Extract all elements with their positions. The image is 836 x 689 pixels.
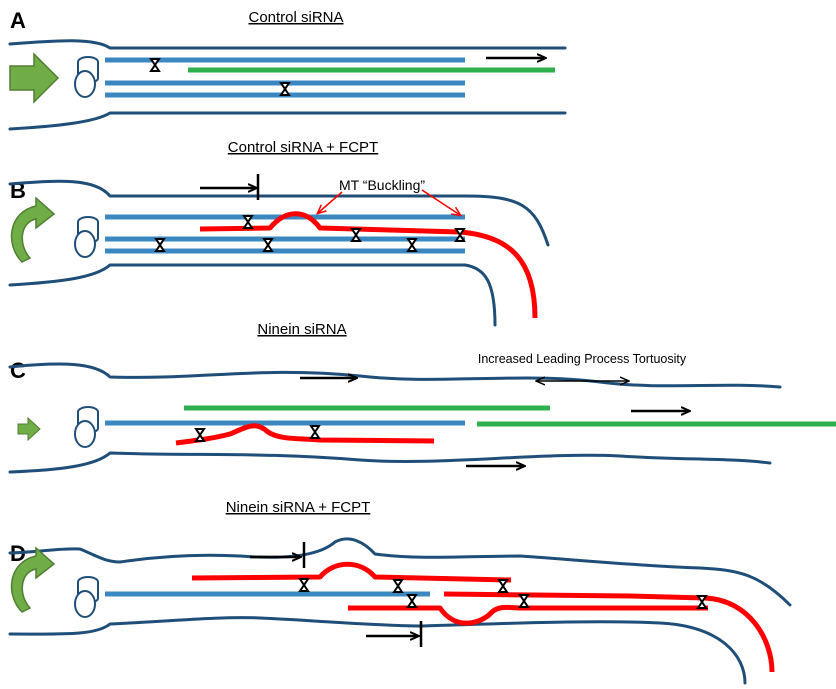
panel-c-title: Ninein siRNA bbox=[257, 321, 346, 338]
tether-icon bbox=[519, 594, 529, 608]
tether-icon bbox=[351, 228, 361, 242]
membrane-outline bbox=[8, 179, 550, 327]
buckling-pointer-arrow bbox=[421, 189, 460, 215]
buckled-microtubule bbox=[191, 561, 512, 583]
panel-d-title: Ninein siRNA + FCPT bbox=[226, 499, 371, 516]
buckled-microtubule bbox=[175, 423, 435, 446]
centrosome-icon bbox=[74, 576, 99, 618]
membrane-outline bbox=[8, 537, 792, 685]
forward-motion-arrow-icon bbox=[9, 52, 60, 104]
membrane-outline bbox=[8, 362, 782, 474]
centrosome-icon bbox=[74, 56, 99, 98]
tether-icon bbox=[407, 594, 417, 608]
rotation-arrow-icon bbox=[10, 546, 56, 613]
forward-motion-arrow-icon bbox=[17, 416, 41, 442]
panel-c-letter: C bbox=[10, 358, 26, 383]
tether-icon bbox=[455, 228, 465, 242]
centrosome-icon bbox=[74, 406, 99, 448]
tether-icon bbox=[299, 578, 309, 592]
rotation-arrow-icon bbox=[10, 196, 56, 263]
tortuosity-label: Increased Leading Process Tortuosity bbox=[478, 352, 687, 366]
tether-icon bbox=[310, 425, 320, 439]
panel-b-title: Control siRNA + FCPT bbox=[228, 139, 378, 156]
panel-a-title: Control siRNA bbox=[248, 9, 343, 26]
centrosome-icon bbox=[74, 216, 99, 258]
buckling-pointer-arrow bbox=[318, 191, 343, 213]
tether-icon bbox=[263, 238, 273, 252]
membrane-outline bbox=[8, 39, 567, 131]
buckling-label: MT “Buckling” bbox=[339, 177, 425, 193]
panel-d: D Ninein siRNA + FCPT bbox=[8, 499, 792, 685]
tether-icon bbox=[243, 215, 253, 229]
panel-c: C Ninein siRNA Increased Leading Process… bbox=[8, 321, 836, 474]
panel-a-letter: A bbox=[10, 8, 26, 33]
tether-icon bbox=[697, 595, 707, 609]
buckled-microtubule bbox=[348, 604, 708, 626]
tether-icon bbox=[195, 428, 205, 442]
tether-icon bbox=[150, 58, 160, 72]
tether-icon bbox=[155, 238, 165, 252]
panel-a: A Control siRNA bbox=[8, 8, 567, 131]
tether-icon bbox=[393, 579, 403, 593]
tether-icon bbox=[280, 82, 290, 96]
tether-icon bbox=[498, 579, 508, 593]
tether-icon bbox=[407, 238, 417, 252]
panel-b: B Control siRNA + FCPT MT “Buckling” bbox=[8, 139, 550, 327]
